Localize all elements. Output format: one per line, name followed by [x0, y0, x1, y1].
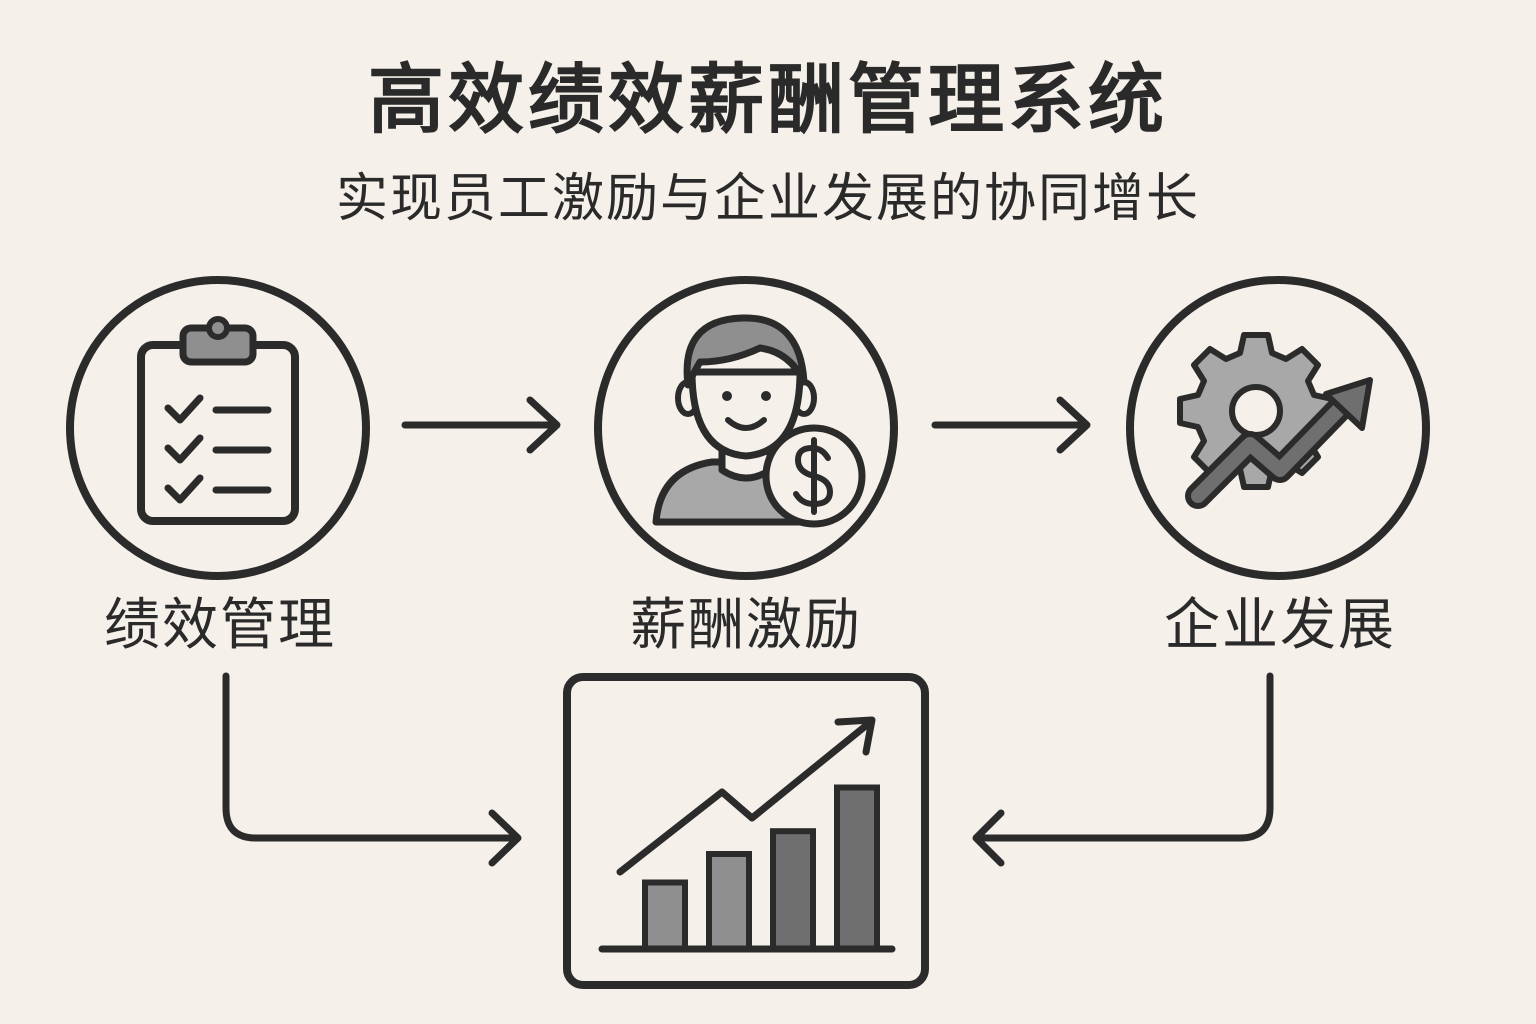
chart-bar — [706, 851, 752, 952]
node-label-performance: 绩效管理 — [104, 593, 336, 658]
employee-with-coin-icon — [652, 314, 866, 528]
node-label-enterprise: 企业发展 — [1164, 593, 1396, 658]
node-label-compensation: 薪酬激励 — [630, 593, 862, 658]
node-circle — [594, 276, 898, 580]
chart-bar — [834, 784, 880, 952]
node-circle — [1126, 276, 1430, 580]
bar-chart-growth-icon — [563, 673, 929, 989]
node-performance — [66, 276, 370, 580]
page-title: 高效绩效薪酬管理系统 — [368, 55, 1168, 144]
arrow-compensation-to-enterprise — [931, 396, 1091, 454]
arrow-performance-to-compensation — [401, 396, 561, 454]
page-subtitle: 实现员工激励与企业发展的协同增长 — [335, 169, 1200, 229]
chart-bar — [770, 828, 816, 953]
chart-frame — [563, 673, 929, 989]
chart-bar — [642, 879, 688, 952]
trend-line — [616, 720, 872, 876]
node-compensation — [594, 276, 898, 580]
node-enterprise — [1126, 276, 1430, 580]
chart-bars — [642, 784, 880, 953]
clipboard-checklist-icon — [137, 316, 299, 525]
arrow-performance-to-chart — [222, 672, 522, 867]
gear-with-growth-arrow-icon — [1177, 332, 1373, 509]
node-circle — [66, 276, 370, 580]
arrow-enterprise-to-chart — [972, 672, 1274, 867]
trend-arrowhead — [834, 716, 876, 756]
